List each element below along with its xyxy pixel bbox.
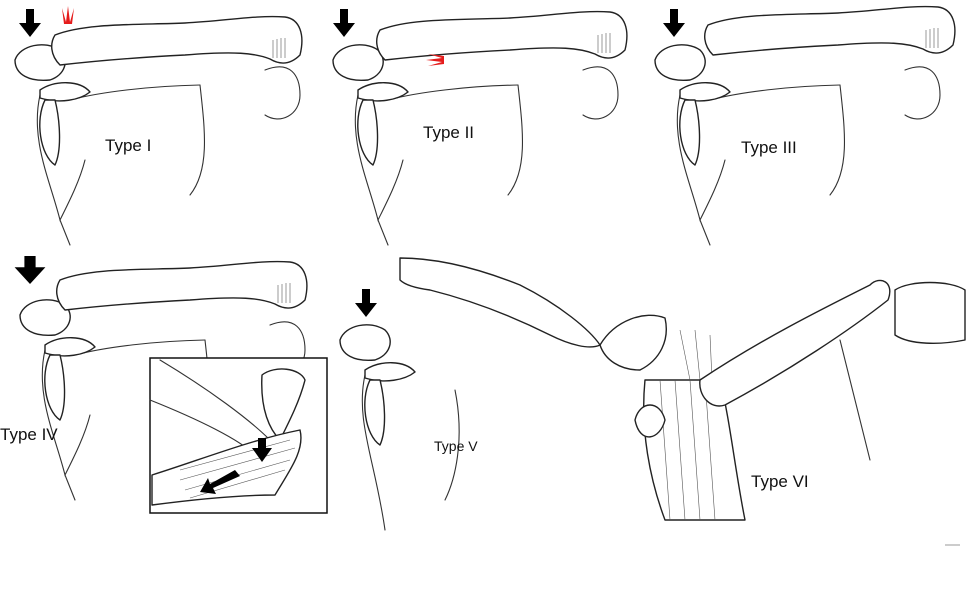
- label-type-2: Type II: [423, 123, 475, 142]
- panel-type-4: [14, 256, 308, 501]
- panel-type-3: [654, 5, 956, 246]
- ligament-sprain-marker: [62, 6, 74, 24]
- label-type-6: Type VI: [751, 472, 809, 491]
- label-type-3: Type III: [741, 138, 797, 157]
- inset-posterior-view: [149, 357, 328, 514]
- displaced-clavicle: [399, 257, 601, 348]
- force-arrow-icon: [333, 9, 355, 37]
- label-type-4: Type IV: [0, 425, 58, 444]
- label-type-1: Type I: [105, 136, 152, 155]
- panel-type-6: [599, 279, 966, 521]
- label-type-5: Type V: [434, 438, 478, 454]
- displacement-arrow-icon: [200, 470, 240, 494]
- force-arrow-icon: [355, 289, 377, 317]
- force-arrow-icon: [663, 9, 685, 37]
- panel-type-1: [14, 6, 303, 246]
- force-arrow-icon: [19, 9, 41, 37]
- force-arrow-icon: [14, 256, 46, 284]
- displacement-arrow-icon: [252, 438, 272, 462]
- panel-type-5: [339, 289, 460, 531]
- panel-type-2: [332, 9, 628, 246]
